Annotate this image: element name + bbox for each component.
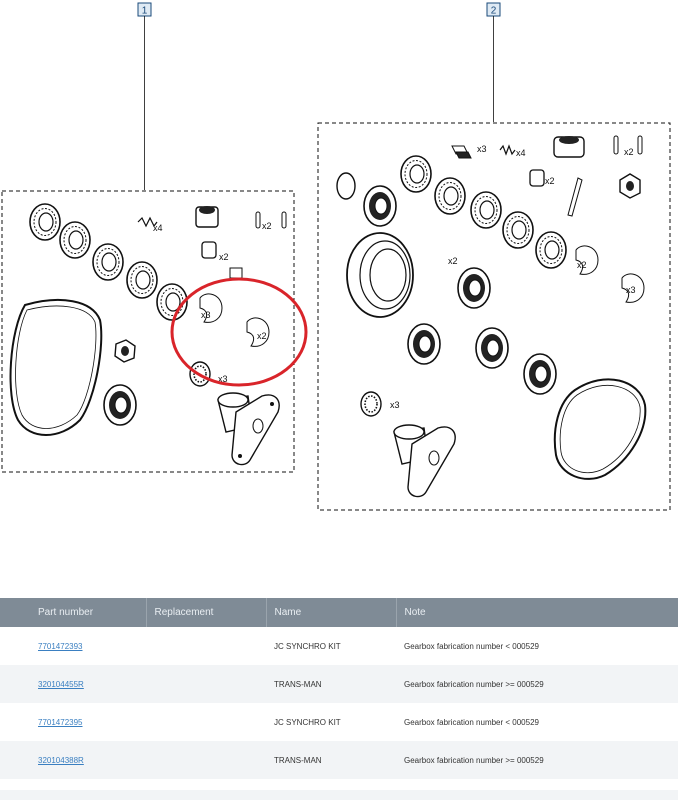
qty-label: x3 xyxy=(201,310,211,320)
note-cell: Gearbox fabrication number >= 000529 xyxy=(404,679,544,689)
part-number-link[interactable]: 320104388R xyxy=(38,755,84,765)
qty-label: x2 xyxy=(545,176,555,186)
part-name-cell: TRANS-MAN xyxy=(274,679,322,689)
part-number-link[interactable]: 7701472395 xyxy=(38,717,83,727)
part-name-cell: TRANS-MAN xyxy=(274,755,322,765)
callout-2-label: 2 xyxy=(491,6,497,17)
column-header-note[interactable]: Note xyxy=(404,607,426,618)
qty-label: x3 xyxy=(477,144,487,154)
kit-group-1: x4 x2 x2 x3 x2 x3 xyxy=(1,190,295,473)
qty-label: x3 xyxy=(390,400,400,410)
parts-diagram: 1 2 x4 x2 x2 x3 x2 xyxy=(1,2,671,511)
table-row: 7701472395 JC SYNCHRO KIT Gearbox fabric… xyxy=(0,703,678,741)
note-cell: Gearbox fabrication number < 000529 xyxy=(404,641,539,651)
column-header-replacement[interactable]: Replacement xyxy=(146,598,267,627)
parts-table: Part number Replacement Name Note 770147… xyxy=(0,598,678,779)
qty-label: x2 xyxy=(219,252,229,262)
qty-label: x2 xyxy=(448,256,458,266)
part-number-link[interactable]: 320104455R xyxy=(38,679,84,689)
qty-label: x2 xyxy=(577,260,587,270)
table-row: 320104455R TRANS-MAN Gearbox fabrication… xyxy=(0,665,678,703)
qty-label: x3 xyxy=(218,374,228,384)
kit-group-2: x3 x4 x2 x2 x2 x3 xyxy=(317,122,671,511)
qty-label: x4 xyxy=(153,223,163,233)
part-number-link[interactable]: 7701472393 xyxy=(38,641,83,651)
qty-label: x3 xyxy=(626,285,636,295)
table-footer-strip xyxy=(0,790,678,800)
part-name-cell: JC SYNCHRO KIT xyxy=(274,641,341,651)
part-name-cell: JC SYNCHRO KIT xyxy=(274,717,341,727)
callout-1[interactable]: 1 xyxy=(137,2,152,190)
highlight-circle xyxy=(170,277,308,387)
note-cell: Gearbox fabrication number >= 000529 xyxy=(404,755,544,765)
table-header-row: Part number Replacement Name Note xyxy=(0,598,678,627)
callout-1-label: 1 xyxy=(142,6,148,17)
column-header-name[interactable]: Name xyxy=(266,598,397,627)
callout-2[interactable]: 2 xyxy=(486,2,501,122)
table-row: 320104388R TRANS-MAN Gearbox fabrication… xyxy=(0,741,678,779)
table-row: 7701472393 JC SYNCHRO KIT Gearbox fabric… xyxy=(0,627,678,665)
qty-label: x2 xyxy=(257,331,267,341)
note-cell: Gearbox fabrication number < 000529 xyxy=(404,717,539,727)
qty-label: x4 xyxy=(516,148,526,158)
qty-label: x2 xyxy=(262,221,272,231)
qty-label: x2 xyxy=(624,147,634,157)
column-header-part-number[interactable]: Part number xyxy=(0,598,147,627)
